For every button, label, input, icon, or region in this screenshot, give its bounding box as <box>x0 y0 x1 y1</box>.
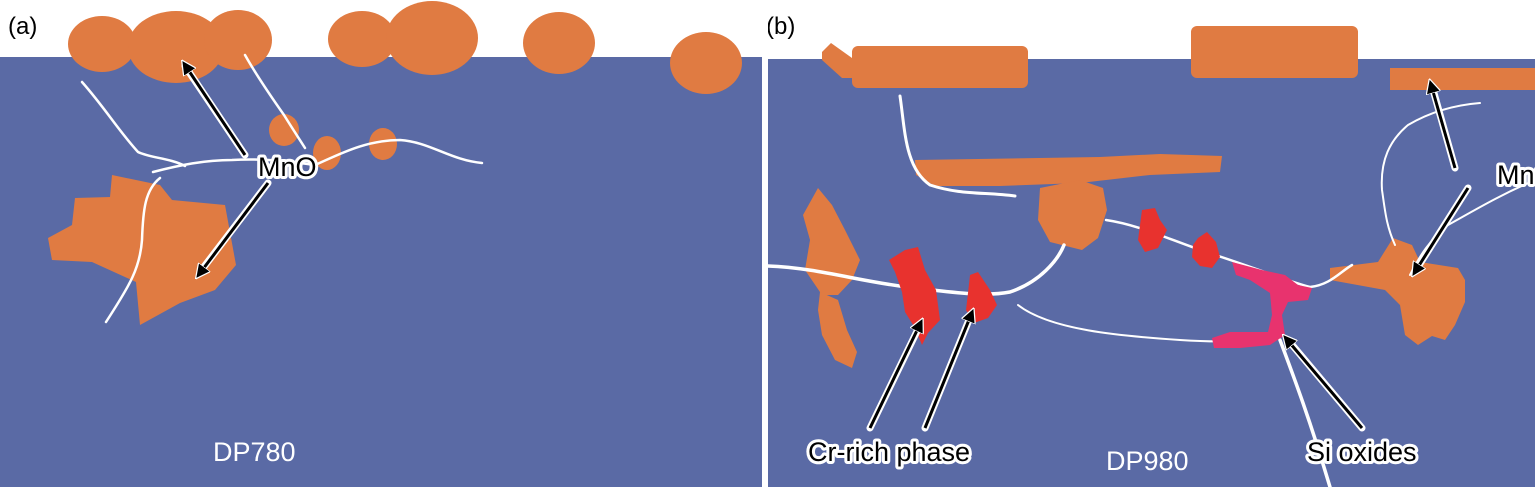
internal-mno-oxides-b <box>803 154 1465 368</box>
mno-label-a: MnO <box>258 152 317 182</box>
surface-mno-oxides-b <box>822 26 1535 90</box>
mno-arrow-b-surface <box>1430 81 1457 169</box>
si-oxides-arrow <box>1284 336 1364 429</box>
steel-label-dp780: DP780 <box>213 437 296 467</box>
surface-mno-oxides <box>68 1 742 94</box>
grain-boundaries-a <box>80 53 484 324</box>
si-oxides-label: Si oxides <box>1307 437 1417 467</box>
panel-b-label: (b) <box>766 13 795 40</box>
si-oxide-particles <box>1212 262 1312 348</box>
panel-b: (b) <box>766 13 1535 487</box>
mno-arrows-a <box>183 62 272 277</box>
cr-rich-arrow-1 <box>868 320 922 429</box>
panel-a: (a) <box>0 1 762 487</box>
mno-arrow-a-internal <box>197 182 270 277</box>
mno-arrow-a-surface <box>183 62 247 156</box>
arrows-b <box>866 81 1472 432</box>
mno-arrow-b-internal <box>1413 187 1470 275</box>
cr-rich-phase-label: Cr-rich phase <box>808 437 970 467</box>
panel-divider <box>762 0 768 487</box>
panel-a-label: (a) <box>8 13 37 40</box>
cr-rich-arrow-2 <box>923 310 973 429</box>
steel-label-dp980: DP980 <box>1106 446 1189 476</box>
mno-label-b: MnO <box>1497 160 1535 190</box>
